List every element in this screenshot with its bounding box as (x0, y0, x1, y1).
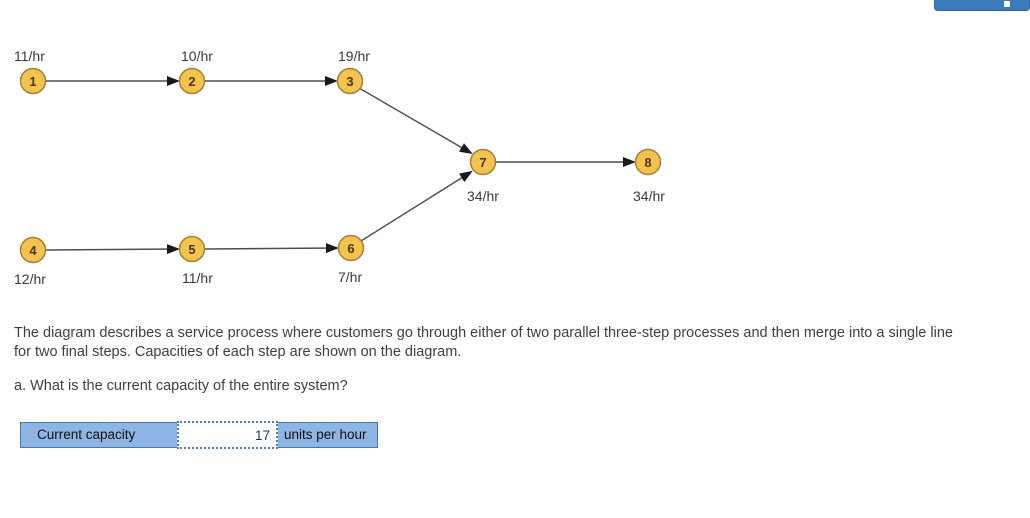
capacity-node-2: 10/hr (181, 48, 213, 64)
capacity-node-3: 19/hr (338, 48, 370, 64)
process-flow-diagram: 1 2 3 4 5 6 7 8 11/hr 10/hr 19/hr 12/hr … (14, 48, 665, 287)
node-4-number: 4 (29, 243, 37, 258)
edge-4-5 (45, 244, 180, 255)
capacity-node-1: 11/hr (14, 48, 45, 64)
node-4 (19, 236, 47, 264)
question-a: a. What is the current capacity of the e… (14, 378, 348, 394)
cut-off-toolbar-button[interactable] (934, 0, 1030, 11)
node-2 (178, 67, 206, 95)
node-8 (634, 148, 662, 176)
button-glyph-fragment-icon (1004, 1, 1010, 7)
diagram-nodes: 1 2 3 4 5 6 7 8 (19, 67, 662, 264)
process-description: The diagram describes a service process … (14, 325, 953, 360)
node-1 (19, 67, 47, 95)
capacity-node-8: 34/hr (633, 188, 665, 204)
node-6-number: 6 (347, 241, 354, 256)
node-7-number: 7 (479, 155, 486, 170)
capacity-node-6: 7/hr (338, 269, 362, 285)
node-6 (337, 234, 365, 262)
edge-3-7 (358, 87, 473, 155)
diagram-edges (45, 76, 636, 255)
node-8-number: 8 (644, 155, 651, 170)
node-3-number: 3 (346, 74, 353, 89)
node-7 (469, 148, 497, 176)
answer-bar: Current capacity units per hour (20, 421, 378, 449)
answer-unit-label: units per hour (284, 427, 367, 442)
node-5 (178, 235, 206, 263)
node-5-number: 5 (188, 242, 195, 257)
edge-6-7 (360, 170, 473, 242)
answer-label: Current capacity (37, 427, 136, 442)
capacity-node-4: 12/hr (14, 271, 46, 287)
capacity-node-5: 11/hr (182, 270, 213, 286)
node-2-number: 2 (188, 74, 195, 89)
capacity-node-7: 34/hr (467, 188, 499, 204)
node-1-number: 1 (29, 74, 36, 89)
edge-5-6 (204, 243, 339, 254)
capacity-labels: 11/hr 10/hr 19/hr 12/hr 11/hr 7/hr 34/hr… (14, 48, 665, 287)
current-capacity-input[interactable] (177, 421, 278, 449)
node-3 (336, 67, 364, 95)
